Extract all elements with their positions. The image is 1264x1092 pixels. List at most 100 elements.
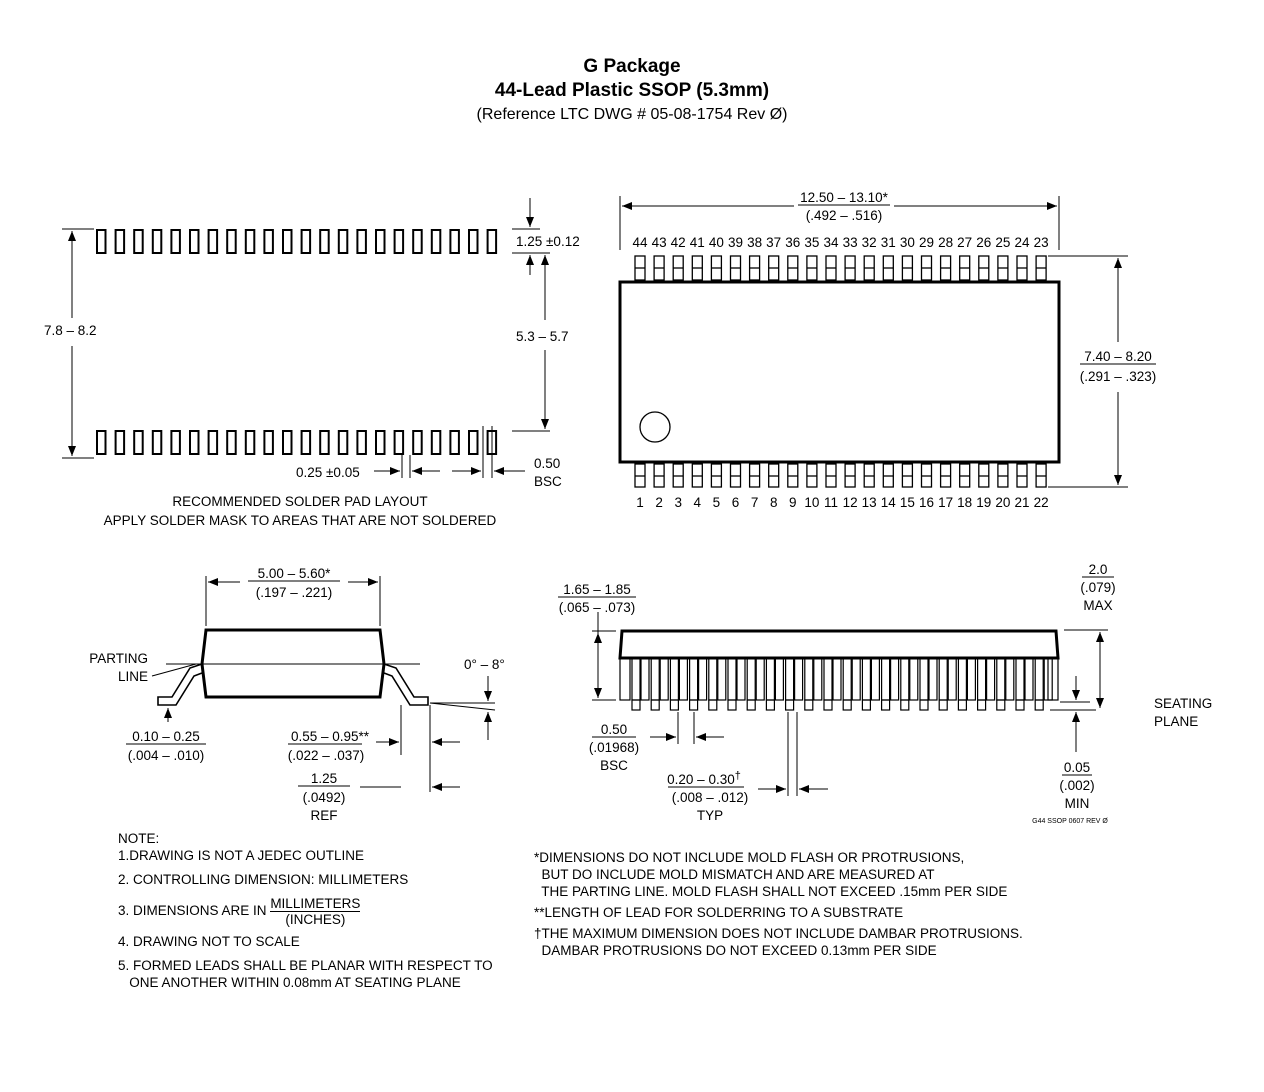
dim-pitch-mm: 0.50 — [601, 722, 627, 737]
dim-foot-length-in: (.022 – .037) — [288, 748, 365, 763]
pin-number: 20 — [995, 495, 1010, 510]
dim-body-length-mm: 12.50 – 13.10* — [800, 190, 889, 205]
note-3: 3. DIMENSIONS ARE IN MILLIMETERS(INCHES) — [118, 896, 493, 927]
pin-number: 29 — [919, 235, 934, 250]
solder-pad — [337, 229, 349, 254]
side-lead-foot — [650, 699, 660, 711]
solder-pad — [356, 229, 367, 254]
dim-inner-span: 5.3 – 5.7 — [516, 329, 569, 344]
side-lead — [900, 657, 910, 701]
pin-number: 6 — [732, 495, 740, 510]
solder-pad — [96, 229, 107, 254]
side-lead — [813, 657, 823, 701]
pin-number: 10 — [804, 495, 819, 510]
side-lead — [697, 657, 708, 701]
pin-number: 42 — [671, 235, 686, 250]
pin-number: 41 — [690, 235, 705, 250]
solder-pad — [244, 430, 256, 455]
pin-number: 9 — [789, 495, 797, 510]
pin-number: 39 — [728, 235, 743, 250]
side-lead-foot — [976, 699, 987, 711]
dim-max-height-mm: 2.0 — [1089, 562, 1108, 577]
solder-pad — [170, 229, 181, 254]
side-lead — [717, 657, 727, 701]
side-lead — [870, 657, 881, 701]
solder-pad — [151, 430, 163, 455]
dim-lead-thickness-in: (.004 – .010) — [128, 748, 205, 763]
solder-pad — [468, 430, 479, 455]
solder-pad — [96, 430, 107, 455]
side-lead-foot — [631, 699, 641, 711]
pin-number: 13 — [862, 495, 877, 510]
dim-lead-width-mm: 0.20 – 0.30† — [667, 770, 741, 787]
note-5a: 5. FORMED LEADS SHALL BE PLANAR WITH RES… — [118, 958, 493, 973]
solder-pad — [207, 430, 219, 455]
dim-pitch-label: BSC — [600, 758, 628, 773]
pin-number: 25 — [995, 235, 1010, 250]
solder-pad — [133, 430, 144, 455]
pin-number: 19 — [976, 495, 991, 510]
note-3-denominator: (INCHES) — [285, 912, 346, 927]
solder-pad — [189, 430, 200, 455]
notes-block: NOTE: 1.DRAWING IS NOT A JEDEC OUTLINE 2… — [118, 830, 493, 991]
top-view — [618, 196, 1128, 488]
side-lead-foot — [880, 699, 891, 711]
dim-max-height-label: MAX — [1083, 598, 1112, 613]
footnote-1c: THE PARTING LINE. MOLD FLASH SHALL NOT E… — [534, 884, 1008, 899]
dim-lead-span-in: (.291 – .323) — [1080, 369, 1157, 384]
seating-plane-label-2: PLANE — [1154, 714, 1198, 729]
side-lead — [1015, 657, 1025, 701]
side-lead — [928, 657, 938, 701]
side-lead-foot — [842, 699, 852, 711]
pin-number: 26 — [976, 235, 991, 250]
dim-lead-width-label: TYP — [697, 808, 723, 823]
solder-pad — [375, 229, 386, 254]
lead-angle: 0° – 8° — [464, 657, 505, 672]
dim-outer-span: 7.8 – 8.2 — [44, 323, 97, 338]
pin-number: 27 — [957, 235, 972, 250]
end-view — [151, 576, 496, 792]
side-lead-foot — [900, 699, 910, 711]
pin-number: 5 — [713, 495, 721, 510]
solder-pad — [114, 430, 126, 455]
pin-number: 33 — [843, 235, 858, 250]
top-lead-row — [634, 255, 1047, 281]
side-lead — [966, 657, 977, 701]
side-lead — [804, 657, 814, 701]
side-lead — [919, 657, 929, 701]
side-lead — [823, 657, 833, 701]
pin-number: 44 — [632, 235, 648, 250]
side-lead — [947, 657, 957, 701]
pin-number: 31 — [881, 235, 896, 250]
drawing-reference: (Reference LTC DWG # 05-08-1754 Rev Ø) — [476, 106, 788, 123]
side-lead-foot — [1034, 699, 1044, 711]
footnote-2: **LENGTH OF LEAD FOR SOLDERRING TO A SUB… — [534, 905, 904, 920]
dim-standoff-in: (.065 – .073) — [559, 600, 636, 615]
pin-number: 28 — [938, 235, 953, 250]
pin-number: 8 — [770, 495, 778, 510]
dim-pad-length: 1.25 ±0.12 — [516, 234, 580, 249]
side-lead-foot — [804, 699, 814, 711]
side-lead — [861, 657, 872, 701]
package-body-side-view — [618, 629, 1060, 660]
side-lead — [736, 657, 746, 701]
solder-pad — [207, 229, 219, 254]
side-lead — [746, 657, 756, 701]
pin-number: 40 — [709, 235, 724, 250]
dim-min-standoff-label: MIN — [1065, 796, 1090, 811]
side-lead — [1005, 657, 1015, 701]
side-lead — [909, 657, 919, 701]
solder-caption-2: APPLY SOLDER MASK TO AREAS THAT ARE NOT … — [104, 513, 497, 528]
side-lead-foot — [784, 699, 795, 711]
dim-body-width-mm: 5.00 – 5.60* — [258, 566, 332, 581]
side-lead — [631, 657, 641, 701]
side-lead — [765, 657, 776, 701]
side-lead — [985, 657, 996, 701]
pin-number: 11 — [824, 495, 838, 510]
dim-standoff-mm: 1.65 – 1.85 — [563, 582, 631, 597]
dim-body-length-in: (.492 – .516) — [806, 208, 883, 223]
dim-ref-in: (.0492) — [303, 790, 346, 805]
pin-number: 7 — [751, 495, 759, 510]
